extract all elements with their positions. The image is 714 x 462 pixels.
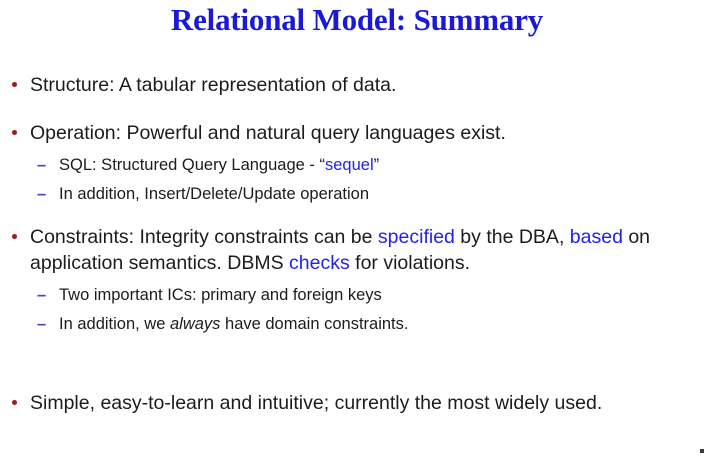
corner-artifact-mark bbox=[700, 449, 704, 453]
bullet-item-constraints: Constraints: Integrity constraints can b… bbox=[0, 224, 714, 336]
constraints-segment-3: on application semantics. DBMS bbox=[30, 226, 651, 274]
bullet-dot-icon bbox=[12, 82, 17, 87]
constraints-segment-1: Constraints: Integrity constraints can b… bbox=[30, 226, 378, 248]
bullet-item-structure: Structure: A tabular representation of d… bbox=[0, 72, 714, 98]
bullet-text-constraints: Constraints: Integrity constraints can b… bbox=[30, 224, 714, 276]
bullet-dot-icon bbox=[12, 400, 17, 405]
bullet-item-simple: Simple, easy-to-learn and intuitive; cur… bbox=[0, 390, 714, 416]
sub-bullet-text-sql-prefix: SQL: Structured Query Language - “ bbox=[59, 156, 325, 174]
bullet-item-operation: Operation: Powerful and natural query la… bbox=[0, 120, 714, 206]
bullet-text-simple: Simple, easy-to-learn and intuitive; cur… bbox=[30, 392, 603, 414]
sub-bullet-text-two-important-ics: Two important ICs: primary and foreign k… bbox=[59, 286, 382, 304]
sub-bullet-text-insert-delete-update: In addition, Insert/Delete/Update operat… bbox=[59, 185, 370, 203]
constraints-segment-4: for violations. bbox=[349, 252, 471, 274]
sub-bullet-item-domain-constraints: – In addition, we always have domain con… bbox=[34, 312, 714, 336]
sub-list-operation: – SQL: Structured Query Language - “sequ… bbox=[30, 153, 714, 206]
dash-bullet-icon: – bbox=[37, 315, 47, 333]
sub-bullet-text-sql-suffix: ” bbox=[373, 156, 380, 174]
constraints-highlight-based: based bbox=[569, 226, 623, 248]
bullet-text-structure: Structure: A tabular representation of d… bbox=[30, 74, 397, 96]
constraints-segment-2: by the DBA, bbox=[454, 226, 570, 248]
bullet-dot-icon bbox=[12, 130, 17, 135]
bullet-dot-icon bbox=[12, 234, 17, 239]
sub-bullet-item-insert-delete-update: – In addition, Insert/Delete/Update oper… bbox=[34, 182, 714, 206]
slide-title: Relational Model: Summary bbox=[170, 2, 544, 37]
constraints-highlight-checks: checks bbox=[289, 252, 350, 274]
sub-bullet-item-sql: – SQL: Structured Query Language - “sequ… bbox=[34, 153, 714, 177]
dash-bullet-icon: – bbox=[37, 286, 47, 304]
bullet-text-operation: Operation: Powerful and natural query la… bbox=[30, 122, 506, 144]
sub-bullet-highlight-sequel: sequel bbox=[324, 156, 374, 174]
slide-body-list: Structure: A tabular representation of d… bbox=[0, 72, 714, 416]
sub-bullet-text-domain-prefix: In addition, we bbox=[59, 315, 170, 333]
sub-list-constraints: – Two important ICs: primary and foreign… bbox=[30, 283, 714, 336]
dash-bullet-icon: – bbox=[37, 185, 47, 203]
sub-bullet-text-domain-suffix: have domain constraints. bbox=[220, 315, 409, 333]
constraints-highlight-specified: specified bbox=[377, 226, 455, 248]
sub-bullet-item-two-important-ics: – Two important ICs: primary and foreign… bbox=[34, 283, 714, 307]
dash-bullet-icon: – bbox=[37, 156, 47, 174]
sub-bullet-italic-always: always bbox=[170, 315, 221, 333]
